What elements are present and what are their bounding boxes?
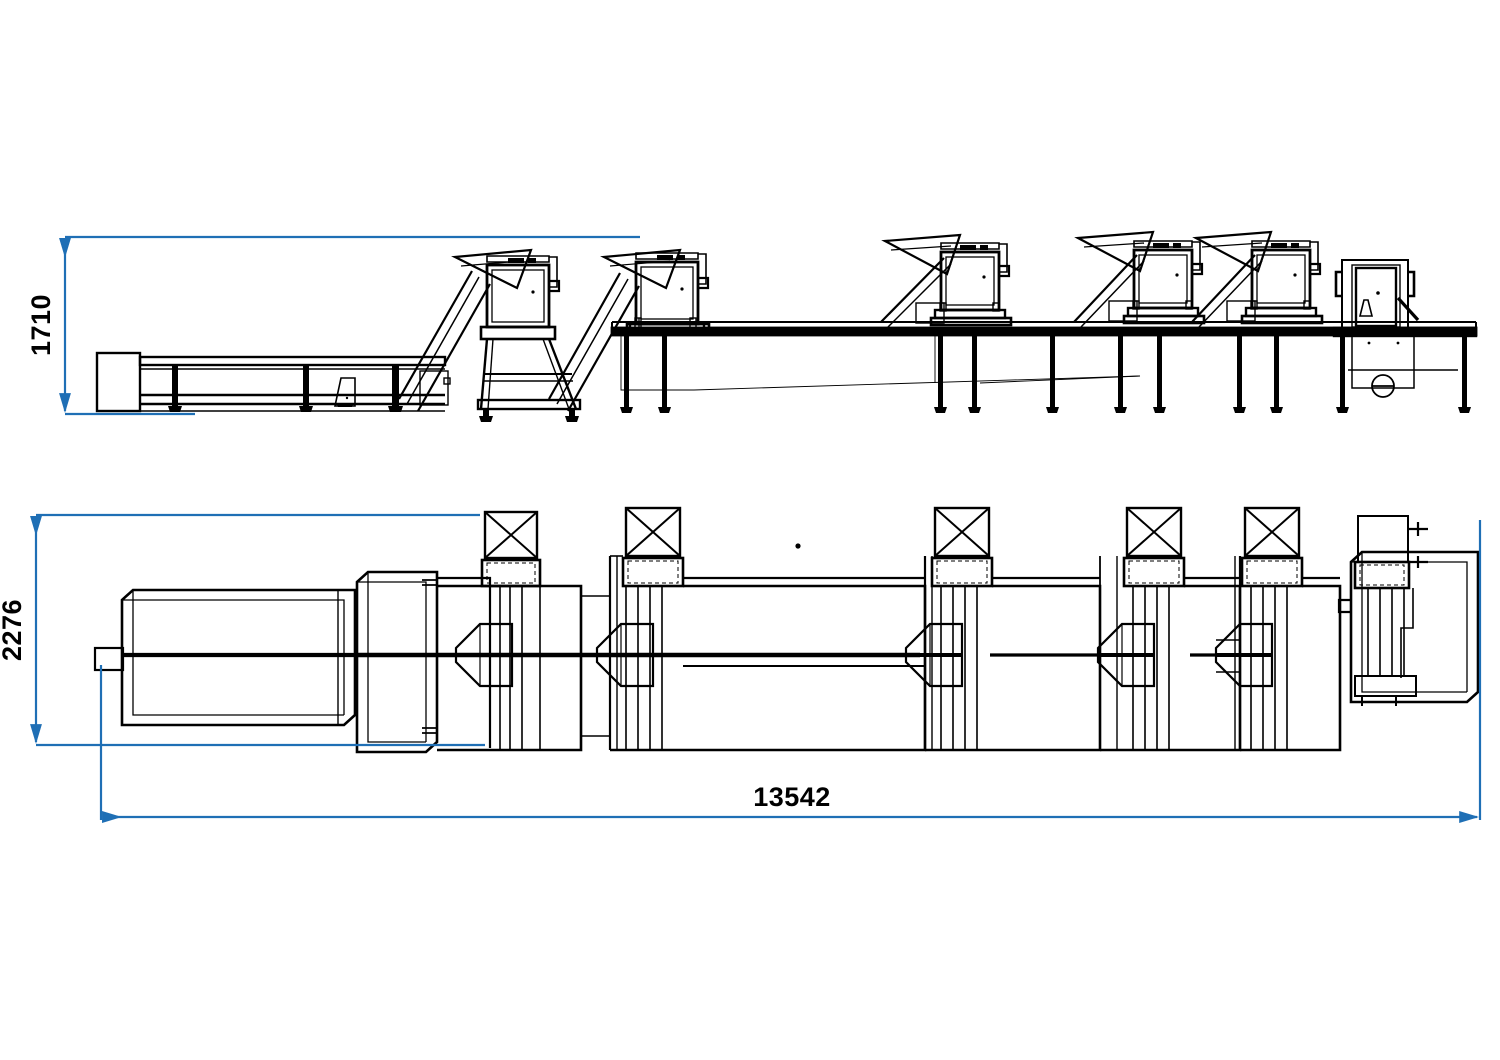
hopper-unit-plan-5 [1214, 506, 1342, 752]
conveyor-leg [1458, 335, 1471, 413]
conveyor-leg [1114, 335, 1127, 413]
top-plan-view [93, 506, 1480, 754]
transition-housing-plan [355, 570, 439, 754]
stand-foot [565, 409, 579, 422]
infeed-conveyor-elevation [95, 351, 451, 413]
deflector-vane [904, 622, 964, 688]
conveyor-foot [299, 365, 313, 412]
hopper-unit-plan-2 [595, 506, 927, 752]
conveyor-leg [1270, 335, 1283, 413]
conveyor-leg [968, 335, 981, 413]
dimension-length-13542: 13542 [99, 520, 1482, 823]
hopper-machine-5 [1191, 230, 1324, 328]
drive-bracket [334, 377, 356, 407]
dimension-height-1710: 1710 [26, 235, 640, 416]
conveyor-leg [620, 335, 633, 413]
deflector-vane [1096, 622, 1156, 688]
hopper-unit-plan-1 [437, 510, 611, 752]
conveyor-leg [1046, 335, 1059, 413]
conveyor-leg [1336, 335, 1349, 413]
conveyor-foot [388, 365, 403, 412]
deflector-vane [1214, 622, 1274, 688]
conveyor-leg [658, 335, 671, 413]
end-machine-plan [1337, 515, 1480, 706]
front-elevation-view [95, 230, 1478, 422]
hopper-machine-3 [880, 233, 1013, 328]
dimension-value-width: 2276 [0, 599, 27, 661]
deflector-vane [454, 622, 514, 688]
conveyor-leg [934, 335, 947, 413]
dimension-width-2276: 2276 [0, 513, 485, 747]
hopper-machine-1 [476, 255, 582, 422]
end-machine-elevation [1332, 259, 1478, 398]
stand-foot [479, 409, 493, 422]
infeed-conveyor-plan [93, 588, 357, 727]
deflector-vane [595, 622, 655, 688]
dimension-value-height: 1710 [26, 294, 56, 356]
hopper-machine-4 [1073, 230, 1206, 328]
conveyor-leg [1233, 335, 1246, 413]
conveyor-foot [168, 365, 182, 412]
conveyor-leg [1153, 335, 1166, 413]
dimension-value-length: 13542 [753, 782, 831, 812]
main-conveyor-elevation [610, 321, 1478, 413]
